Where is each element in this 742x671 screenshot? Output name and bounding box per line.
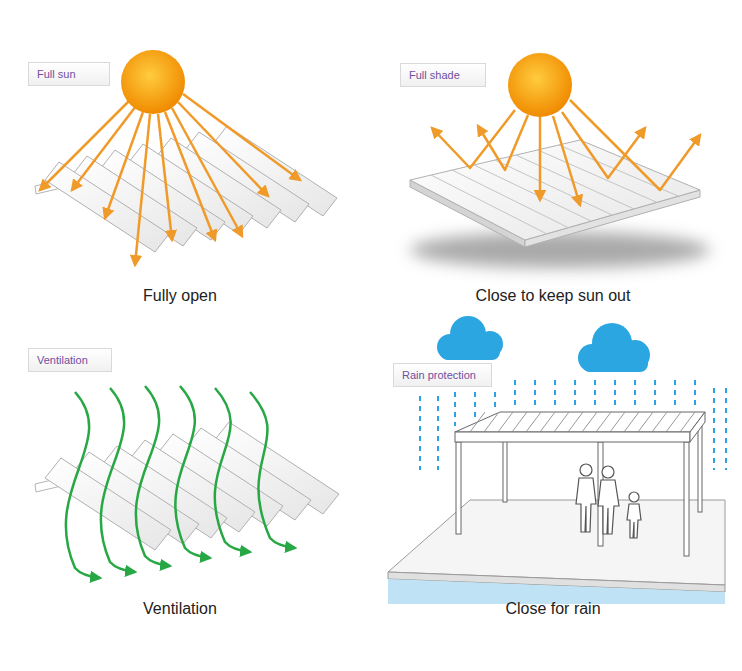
rain [419, 396, 421, 470]
rain [654, 380, 656, 406]
sun [508, 53, 572, 117]
rain [420, 380, 726, 470]
tilted-louvers [45, 458, 171, 550]
sun-rays [135, 114, 150, 265]
tag-text: Full sun [37, 68, 101, 80]
sun-rays [539, 117, 542, 200]
sun-rays [183, 94, 300, 180]
sun-rays [72, 106, 136, 190]
open-louvers [45, 162, 169, 252]
pergola [455, 432, 690, 442]
sun-rays [105, 112, 143, 218]
sun-rays [158, 114, 172, 240]
tag-text: Rain protection [402, 369, 483, 381]
rain [474, 392, 476, 420]
sun-rays [432, 110, 515, 168]
sun-rays [172, 108, 242, 236]
deck [388, 500, 725, 604]
people [627, 504, 641, 538]
rain [634, 380, 636, 406]
rain [514, 380, 516, 406]
rain [594, 380, 596, 406]
pergola [684, 442, 689, 556]
sun-rays [40, 94, 300, 265]
open-louvers [35, 126, 337, 252]
air-flow [250, 392, 295, 548]
sun-rays [40, 100, 130, 190]
pergola [470, 412, 695, 432]
people [602, 466, 614, 478]
sun-rays [553, 116, 580, 205]
tag-text: Ventilation [37, 354, 103, 366]
pergola [698, 420, 702, 512]
pergola [455, 412, 705, 432]
closed-louvers [410, 140, 700, 247]
rain [494, 392, 496, 412]
people [576, 464, 641, 538]
cloud [437, 316, 503, 360]
people [598, 480, 619, 534]
rain [713, 388, 715, 470]
air-flow [66, 392, 100, 578]
cloud [440, 343, 500, 360]
air-flow [175, 386, 210, 558]
sun-rays [562, 112, 645, 178]
rain [454, 392, 456, 426]
tag-box: Rain protection [393, 363, 492, 387]
air-flow [136, 386, 170, 566]
caption-text: Ventilation [20, 600, 340, 618]
caption-text: Fully open [20, 287, 340, 305]
deck [388, 500, 725, 585]
sun-rays [432, 100, 700, 205]
air-flow [215, 388, 250, 552]
tilted-louvers [35, 422, 339, 550]
rain [554, 380, 556, 406]
air-flow [101, 388, 135, 572]
rain [674, 380, 676, 406]
people [629, 492, 639, 502]
rain [437, 396, 439, 470]
rain [725, 388, 727, 470]
rain [694, 380, 696, 406]
air-flow [66, 386, 295, 578]
people [576, 478, 596, 532]
tag-text: Full shade [409, 69, 477, 81]
caption-text: Close to keep sun out [393, 287, 713, 305]
sun-rays [478, 115, 528, 170]
people [580, 464, 592, 476]
sun [121, 50, 185, 114]
closed-louvers [431, 145, 678, 234]
tag-box: Ventilation [28, 348, 112, 372]
rain [574, 380, 576, 406]
tag-box: Full shade [400, 63, 486, 87]
rain [614, 380, 616, 406]
cloud [578, 323, 650, 372]
cloud [582, 355, 648, 372]
caption-text: Close for rain [393, 600, 713, 618]
tag-box: Full sun [28, 62, 110, 86]
sun-rays [178, 102, 268, 196]
sun-rays [570, 100, 700, 190]
pergola [456, 442, 461, 534]
closed-louvers [410, 140, 700, 240]
pergola [690, 412, 705, 442]
rain [534, 380, 536, 406]
pergola [455, 412, 705, 556]
